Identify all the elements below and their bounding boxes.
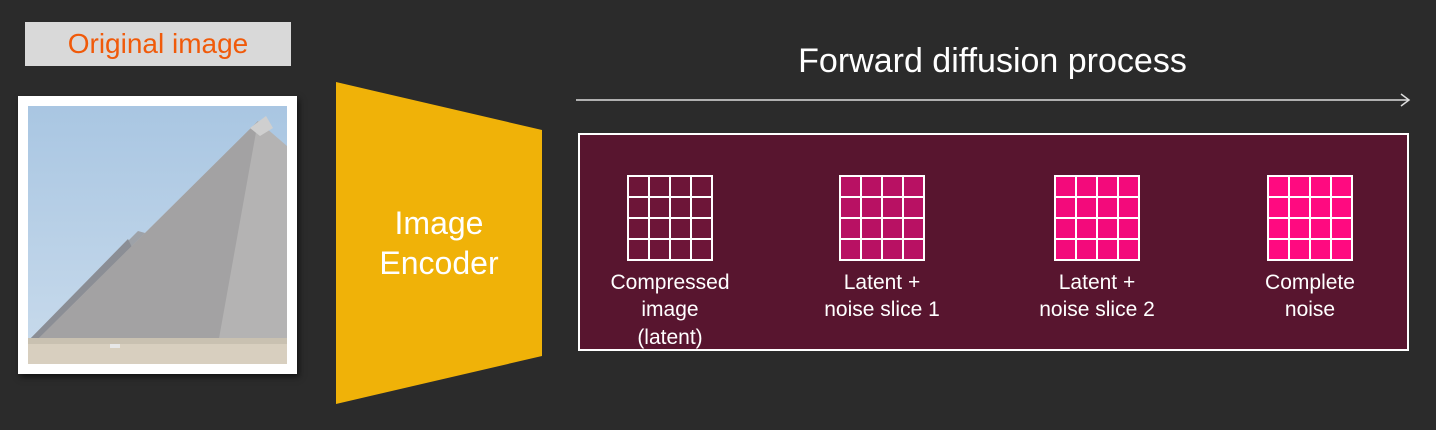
latent-grid-icon (627, 175, 713, 261)
grid-cell (1309, 217, 1332, 240)
latent-grid-icon (1054, 175, 1140, 261)
grid-cell (902, 238, 925, 261)
grid-cell (1309, 238, 1332, 261)
diffusion-panel: Compressed image (latent) Latent + noise… (578, 133, 1409, 351)
grid-cell (690, 175, 713, 198)
grid-cell (839, 238, 862, 261)
grid-cell (1075, 238, 1098, 261)
grid-cell (648, 238, 671, 261)
stage-complete-noise: Complete noise (1210, 175, 1410, 324)
grid-cell (1054, 196, 1077, 219)
pyramid-photo (28, 106, 287, 364)
grid-cell (1117, 175, 1140, 198)
grid-cell (1330, 217, 1353, 240)
grid-cell (1267, 238, 1290, 261)
grid-cell (839, 196, 862, 219)
latent-grid-icon (839, 175, 925, 261)
grid-cell (1288, 196, 1311, 219)
stage-label: Compressed image (latent) (610, 271, 730, 349)
grid-cell (902, 217, 925, 240)
grid-cell (1117, 217, 1140, 240)
original-image-photo (18, 96, 297, 374)
noise-grid-icon (1267, 175, 1353, 261)
grid-cell (1330, 175, 1353, 198)
grid-cell (648, 196, 671, 219)
grid-cell (627, 238, 650, 261)
encoder-shape (336, 82, 542, 404)
grid-cell (690, 196, 713, 219)
grid-cell (690, 238, 713, 261)
grid-cell (860, 196, 883, 219)
grid-cell (627, 217, 650, 240)
grid-cell (902, 196, 925, 219)
grid-cell (1309, 175, 1332, 198)
grid-cell (648, 175, 671, 198)
grid-cell (669, 196, 692, 219)
grid-cell (1267, 196, 1290, 219)
image-encoder-trapezoid (336, 82, 542, 404)
grid-cell (1054, 238, 1077, 261)
grid-cell (1096, 217, 1119, 240)
grid-cell (881, 238, 904, 261)
grid-cell (839, 217, 862, 240)
grid-cell (1054, 175, 1077, 198)
grid-cell (1096, 196, 1119, 219)
grid-cell (839, 175, 862, 198)
grid-cell (881, 175, 904, 198)
grid-cell (860, 175, 883, 198)
grid-cell (1288, 238, 1311, 261)
grid-cell (1267, 175, 1290, 198)
grid-cell (860, 217, 883, 240)
forward-diffusion-title: Forward diffusion process (798, 42, 1187, 80)
grid-cell (1330, 238, 1353, 261)
grid-cell (1054, 217, 1077, 240)
grid-cell (1117, 238, 1140, 261)
image-encoder-label: Image Encoder (379, 205, 499, 281)
stage-compressed-latent: Compressed image (latent) (570, 175, 770, 351)
grid-cell (669, 175, 692, 198)
stage-label: Complete noise (1265, 271, 1355, 322)
grid-cell (690, 217, 713, 240)
grid-cell (1075, 175, 1098, 198)
stage-label: Latent + noise slice 2 (1039, 271, 1155, 322)
grid-cell (1288, 217, 1311, 240)
grid-cell (881, 217, 904, 240)
grid-cell (881, 196, 904, 219)
grid-cell (902, 175, 925, 198)
grid-cell (860, 238, 883, 261)
grid-cell (1075, 196, 1098, 219)
grid-cell (1330, 196, 1353, 219)
grid-cell (669, 217, 692, 240)
stage-label: Latent + noise slice 1 (824, 271, 940, 322)
stage-noise-slice-1: Latent + noise slice 1 (782, 175, 982, 324)
stage-noise-slice-2: Latent + noise slice 2 (997, 175, 1197, 324)
grid-cell (627, 196, 650, 219)
grid-cell (1309, 196, 1332, 219)
grid-cell (1096, 238, 1119, 261)
grid-cell (669, 238, 692, 261)
grid-cell (627, 175, 650, 198)
grid-cell (648, 217, 671, 240)
grid-cell (1117, 196, 1140, 219)
grid-cell (1075, 217, 1098, 240)
forward-arrow (576, 93, 1411, 107)
grid-cell (1288, 175, 1311, 198)
grid-cell (1267, 217, 1290, 240)
original-image-label: Original image (25, 22, 291, 66)
grid-cell (1096, 175, 1119, 198)
